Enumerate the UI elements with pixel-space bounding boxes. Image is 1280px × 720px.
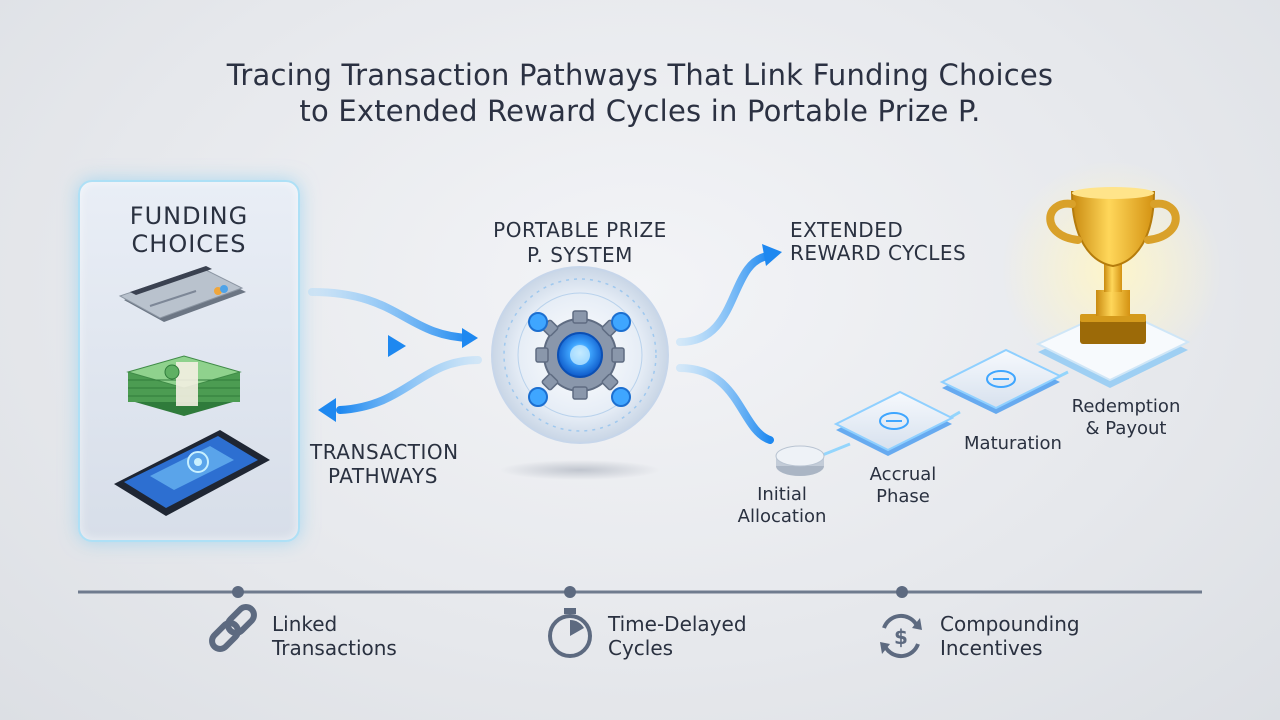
feature-time-delayed-cycles: Time-Delayed Cycles (608, 612, 747, 660)
stage-label-initial-allocation: Initial Allocation (730, 484, 834, 528)
stage-label-accrual-phase: Accrual Phase (848, 464, 958, 508)
tablet-payment-icon (114, 430, 270, 516)
credit-card-icon (118, 266, 246, 322)
system-label-1: PORTABLE PRIZE (493, 218, 667, 242)
stage-initial-allocation-marker (775, 445, 825, 476)
dollar-cycle-icon: $ (880, 613, 922, 659)
svg-text:$: $ (894, 625, 908, 649)
stage-1-line-2: Allocation (737, 506, 827, 527)
cash-stack-icon (126, 355, 242, 416)
funding-title-2: CHOICES (131, 230, 247, 258)
pathways-label-1: TRANSACTION (310, 440, 459, 464)
feature-2-line-1: Time-Delayed (608, 612, 747, 636)
pathways-label-2: PATHWAYS (328, 464, 438, 488)
feature-1-line-2: Transactions (272, 636, 397, 660)
stage-2-line-2: Phase (876, 486, 930, 507)
gear-icon (535, 310, 625, 400)
feature-2-line-2: Cycles (608, 636, 674, 660)
reward-arrows (676, 244, 782, 444)
funding-title-1: FUNDING (129, 202, 249, 230)
stage-4-line-1: Redemption (1071, 396, 1181, 417)
prize-system-hub (491, 266, 669, 444)
stage-1-line-1: Initial (757, 484, 807, 505)
stage-label-maturation: Maturation (956, 433, 1070, 455)
funding-choices-panel: FUNDING CHOICES (78, 180, 300, 542)
feature-3-line-1: Compounding (940, 612, 1080, 636)
chain-link-icon (209, 604, 257, 652)
title-line-2: to Extended Reward Cycles in Portable Pr… (299, 94, 981, 128)
bottom-timeline (78, 586, 1202, 598)
title-line-1: Tracing Transaction Pathways That Link F… (226, 58, 1054, 92)
stage-maturation-tile (939, 348, 1063, 414)
stage-4-line-2: & Payout (1085, 418, 1167, 439)
stage-accrual-tile (833, 390, 955, 456)
feature-linked-transactions: Linked Transactions (272, 612, 397, 660)
feature-1-line-1: Linked (272, 612, 338, 636)
trophy-icon (1046, 187, 1180, 344)
rewards-label-1: EXTENDED (790, 218, 904, 242)
transaction-arrows (308, 288, 482, 422)
stage-2-line-1: Accrual (869, 464, 937, 485)
stage-label-redemption: Redemption & Payout (1066, 396, 1186, 440)
feature-3-line-2: Incentives (940, 636, 1043, 660)
feature-compounding-incentives: Compounding Incentives (940, 612, 1080, 660)
system-label-2: P. SYSTEM (527, 243, 633, 267)
stage-3-line-1: Maturation (964, 433, 1062, 454)
stopwatch-icon (548, 608, 592, 658)
rewards-label-2: REWARD CYCLES (790, 241, 967, 265)
